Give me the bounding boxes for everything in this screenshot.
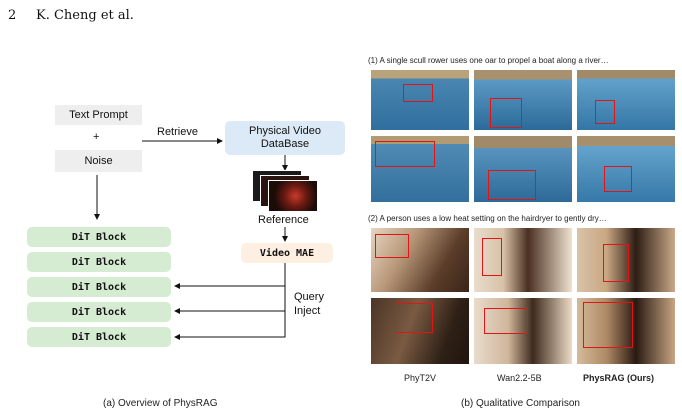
physical-video-database: Physical Video DataBase	[225, 121, 345, 155]
column-label-physrag: PhysRAG (Ours)	[583, 373, 655, 383]
query-label: Query	[294, 291, 324, 303]
rowing-wan-frame1	[474, 70, 572, 130]
caption-b: (b) Qualitative Comparison	[461, 398, 580, 409]
dit-block-4: DiT Block	[27, 302, 171, 322]
hair-phyt2v-frame2	[371, 298, 469, 364]
rowing-wan-frame2	[474, 136, 572, 202]
hair-wan-frame1	[474, 228, 572, 292]
dit-block-5: DiT Block	[27, 327, 171, 347]
hair-phyt2v-frame1	[371, 228, 469, 292]
inject-label: Inject	[294, 305, 321, 317]
hair-physrag-frame1	[577, 228, 675, 292]
running-header: K. Cheng et al.	[36, 8, 134, 23]
caption-a: (a) Overview of PhysRAG	[103, 398, 218, 409]
column-label-phyt2v: PhyT2V	[404, 373, 437, 383]
prompt-2: (2) A person uses a low heat setting on …	[368, 214, 607, 223]
noise-box: Noise	[55, 150, 142, 172]
retrieve-label: Retrieve	[157, 126, 198, 138]
dit-block-1: DiT Block	[27, 227, 171, 247]
hair-physrag-frame2	[577, 298, 675, 364]
hair-wan-frame2	[474, 298, 572, 364]
reference-label: Reference	[258, 214, 309, 226]
page-number: 2	[8, 8, 17, 23]
rowing-physrag-frame2	[577, 136, 675, 202]
rowing-phyt2v-frame2	[371, 136, 469, 202]
column-label-wan: Wan2.2-5B	[497, 373, 542, 383]
rowing-physrag-frame1	[577, 70, 675, 130]
rowing-phyt2v-frame1	[371, 70, 469, 130]
text-prompt-box: Text Prompt	[55, 105, 142, 125]
reference-frames	[252, 170, 322, 212]
prompt-1: (1) A single scull rower uses one oar to…	[368, 56, 609, 65]
dit-block-3: DiT Block	[27, 277, 171, 297]
dit-block-2: DiT Block	[27, 252, 171, 272]
plus-sign: +	[93, 131, 100, 143]
video-mae-box: Video MAE	[241, 243, 333, 263]
